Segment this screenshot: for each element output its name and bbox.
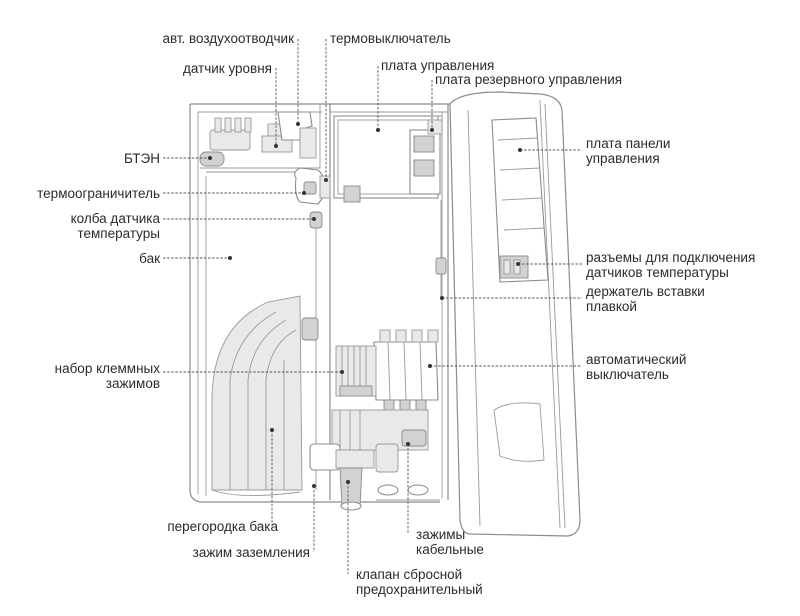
label-heater: БТЭН [124,151,160,166]
control-boards [333,115,443,203]
label-thermo-switch: термовыключатель [330,31,451,46]
label-tank-partition: перегородка бака [167,519,278,534]
breaker-and-terminals [335,329,439,415]
label-tank: бак [139,251,160,266]
leader-lines [163,39,582,574]
label-cable-clamps: зажимы кабельные [416,527,484,557]
cabinet-door [449,91,581,537]
tank [205,176,319,496]
label-sensor-bulb: колба датчика температуры [70,211,160,241]
bottom-parts [309,409,440,511]
label-relief-valve: клапан сбросной предохранительный [356,567,483,597]
label-panel-board: плата панели управления [586,136,671,166]
label-ground-clamp: зажим заземления [192,545,310,560]
label-backup-board: плата резервного управления [435,72,623,87]
label-sensor-connectors: разъемы для подключения датчиков темпера… [586,250,756,280]
label-thermo-limiter: термоограничитель [37,186,160,201]
label-fuse-holder: держатель вставки плавкой [586,284,705,314]
cabinet-outline [189,103,450,503]
label-air-vent: авт. воздухоотводчик [162,31,294,46]
label-circuit-breaker: автоматический выключатель [586,352,687,382]
fuse-holder-part [435,200,447,300]
label-control-board: плата управления [381,58,495,73]
label-level-sensor: датчик уровня [182,61,272,76]
top-components [199,104,321,173]
label-terminal-set: набор клеммных зажимов [54,361,160,391]
